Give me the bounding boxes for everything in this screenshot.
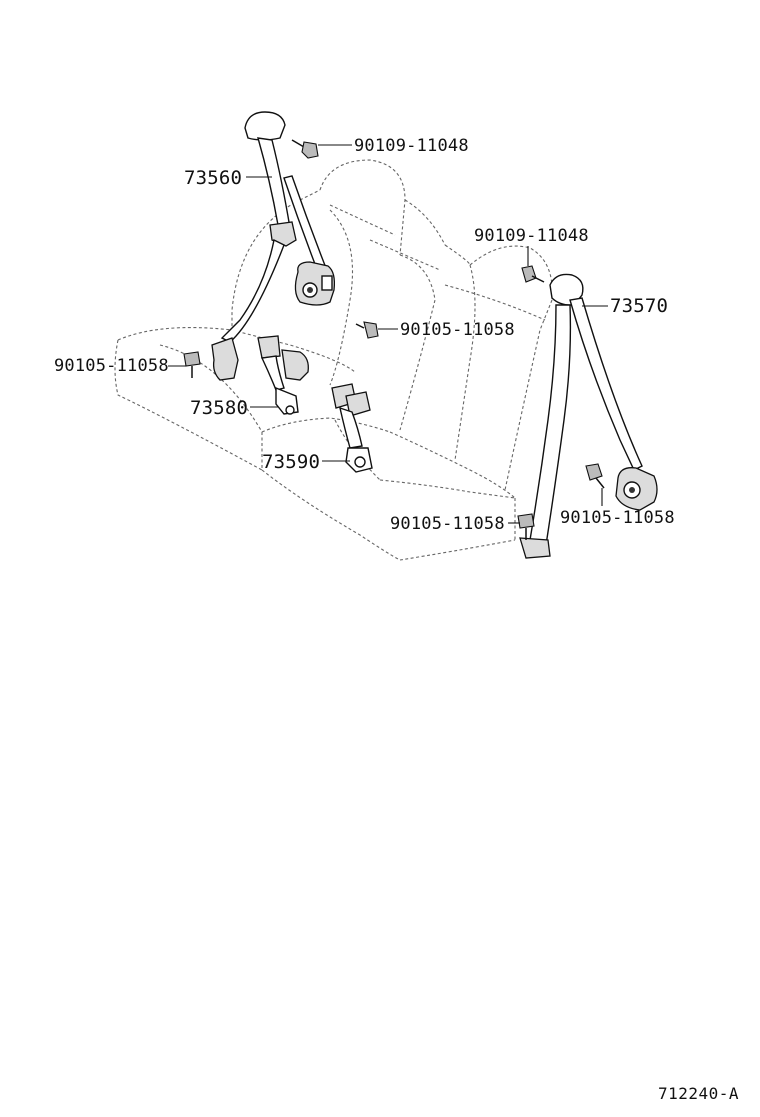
reference-code: 712240-A	[658, 1084, 739, 1103]
center-buckle-assembly	[331, 383, 373, 473]
part-labels: 90109-11048 73560 90109-11048 73570 9010…	[54, 136, 675, 534]
label-belt-right-outer: 73570	[610, 295, 668, 317]
label-bolt-right-retractor: 90105-11058	[560, 508, 675, 528]
left-buckle-assembly	[257, 335, 309, 415]
label-buckle-center: 73590	[262, 451, 320, 473]
bolt-left-floor-icon	[183, 351, 201, 378]
rear-seat-outline	[114, 159, 553, 561]
bolt-right-floor-icon	[517, 513, 535, 540]
bolt-right-retractor-icon	[585, 463, 605, 489]
left-outer-belt-assembly	[211, 111, 336, 381]
right-outer-belt-assembly	[519, 273, 658, 559]
label-bolt-right-floor: 90105-11058	[390, 514, 505, 534]
bolt-top-left-icon	[291, 139, 319, 159]
label-bolt-center: 90105-11058	[400, 320, 515, 340]
label-buckle-left: 73580	[190, 397, 248, 419]
bolt-top-right-icon	[521, 265, 545, 283]
label-belt-left-outer: 73560	[184, 167, 242, 189]
label-bolt-left-floor: 90105-11058	[54, 356, 169, 376]
leader-lines	[168, 144, 608, 524]
label-bolt-top-right: 90109-11048	[474, 226, 589, 246]
bolts	[183, 139, 605, 540]
bolt-center-icon	[355, 321, 379, 339]
label-bolt-top-left: 90109-11048	[354, 136, 469, 156]
